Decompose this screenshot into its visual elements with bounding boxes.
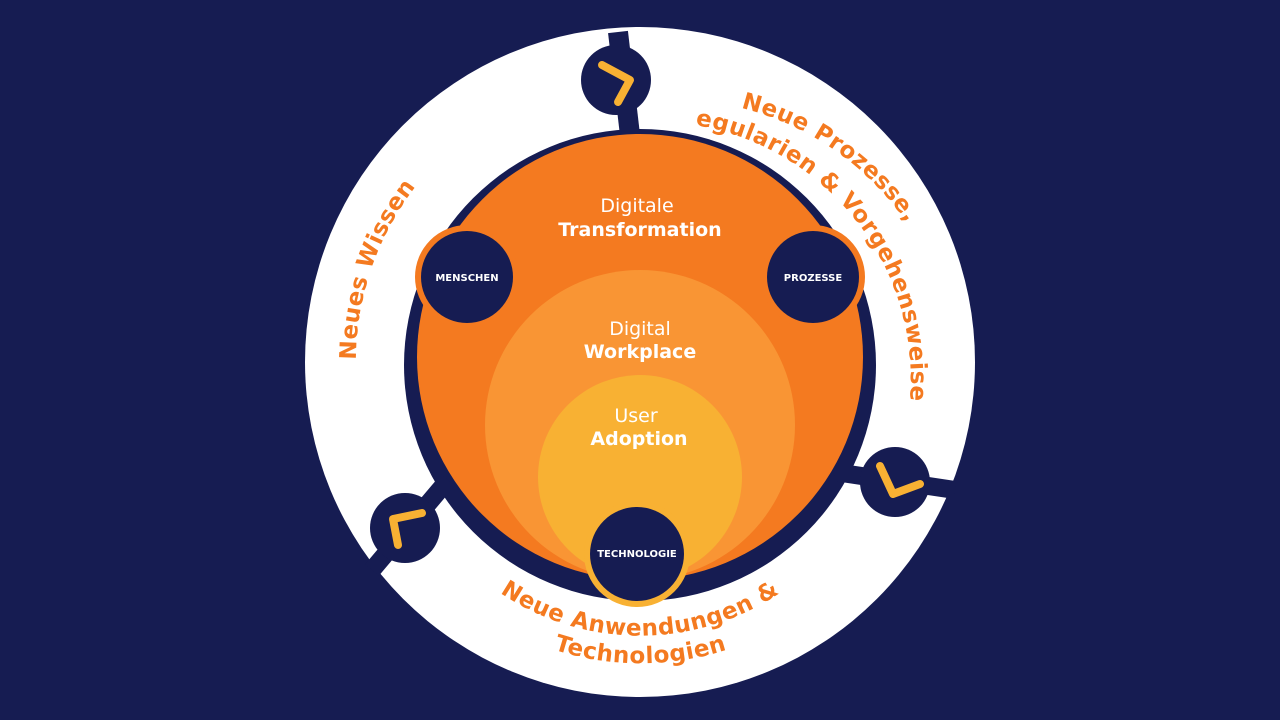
technologie-node <box>590 507 684 601</box>
digital-workplace-line1: Digital <box>609 318 671 340</box>
chevron-icon <box>389 509 426 549</box>
menschen-label: MENSCHEN <box>435 273 498 284</box>
prozesse-node <box>767 231 859 323</box>
technologie-label: TECHNOLOGIE <box>597 549 677 560</box>
user-adoption-line1: User <box>614 405 657 427</box>
digitale-transformation-line2: Transformation <box>558 219 721 241</box>
digitale-transformation-line1: Digitale <box>600 195 673 217</box>
user-adoption-line2: Adoption <box>590 428 687 450</box>
chevron-node-left <box>370 493 440 563</box>
digital-workplace-line2: Workplace <box>584 341 696 363</box>
chevron-icon <box>876 462 924 498</box>
menschen-node <box>421 231 513 323</box>
chevron-node-top <box>581 45 651 115</box>
chevron-node-right <box>860 447 930 517</box>
chevron-icon <box>598 61 634 106</box>
prozesse-label: PROZESSE <box>784 273 843 284</box>
user-adoption-circle <box>538 375 742 579</box>
